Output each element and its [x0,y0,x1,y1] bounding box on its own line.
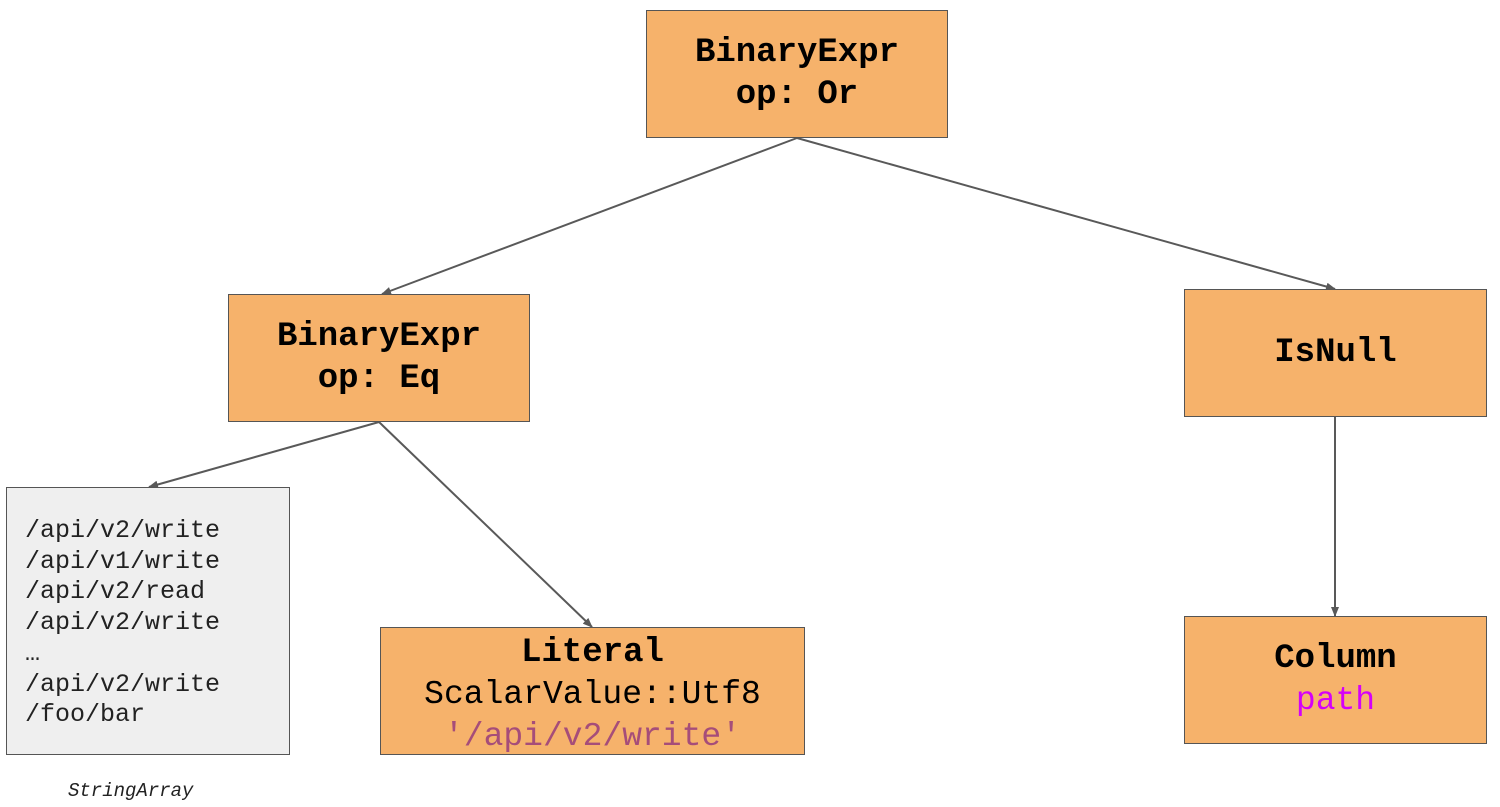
edge-eq-to-literal [378,421,593,628]
string-array-box: /api/v2/write /api/v1/write /api/v2/read… [6,487,290,755]
binary-expr-or-node: BinaryExpr op: Or [646,10,948,138]
column-name: path [1295,682,1376,719]
array-item: /api/v2/write [25,516,221,545]
edge-root-to-isnull [796,137,1336,291]
edge-eq-to-array [148,421,380,489]
node-title: BinaryExpr [694,34,900,72]
literal-type: ScalarValue::Utf8 [424,676,761,713]
array-item: /api/v2/write [25,669,221,699]
node-op: op: Eq [317,360,441,398]
is-null-node: IsNull [1184,289,1487,417]
node-title: Literal [521,634,664,672]
string-array-caption: StringArray [68,780,194,802]
array-item: /api/v2/write [25,608,221,638]
array-item: … [25,638,41,668]
node-title: BinaryExpr [276,318,482,356]
array-item: /api/v1/write [25,546,221,576]
node-op: op: Or [735,76,859,114]
array-item: /foo/bar [25,700,146,730]
node-title: IsNull [1274,334,1397,372]
array-item: /api/v2/read [25,577,206,607]
column-node: Column path [1184,616,1487,744]
edge-root-to-eq [381,137,798,295]
node-title: Column [1274,640,1397,678]
literal-node: Literal ScalarValue::Utf8 '/api/v2/write… [380,627,805,755]
literal-value: '/api/v2/write' [443,718,742,755]
binary-expr-eq-node: BinaryExpr op: Eq [228,294,530,422]
